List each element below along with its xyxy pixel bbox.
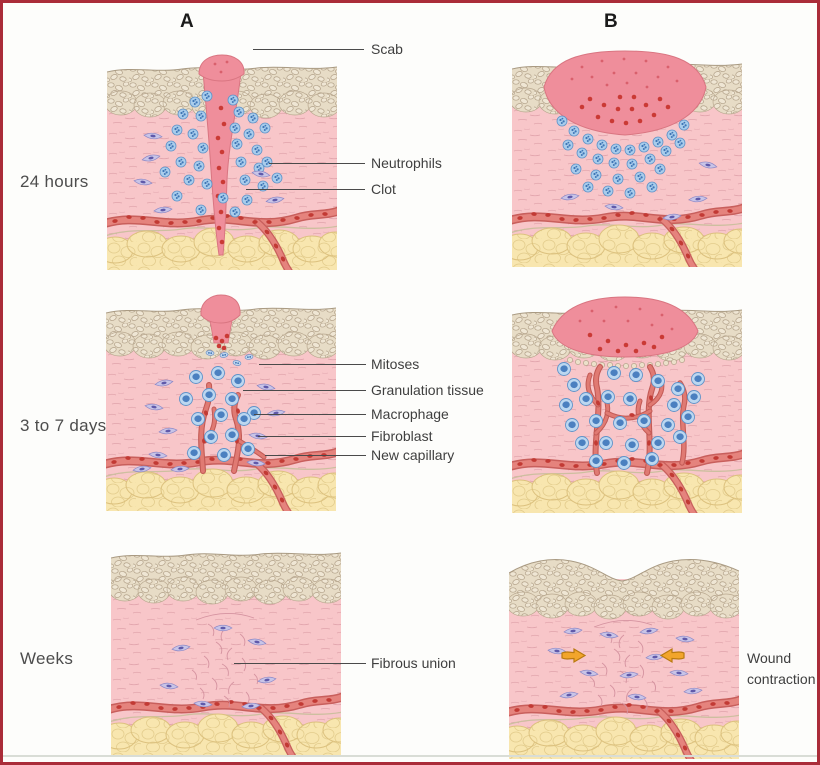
scab-remnant xyxy=(200,294,241,351)
column-header-a: A xyxy=(180,11,194,32)
leader-line-new-capillary xyxy=(265,455,366,456)
leader-line-neutrophils xyxy=(269,163,365,164)
panel-a-weeks xyxy=(111,552,341,756)
leader-line-scab xyxy=(253,49,364,50)
annotation-clot: Clot xyxy=(371,181,396,197)
annotation-mitoses: Mitoses xyxy=(371,356,420,372)
panel-b-24-hours xyxy=(512,50,742,267)
scab xyxy=(551,296,699,358)
row-label-3-to-7-days: 3 to 7 days xyxy=(20,416,107,435)
annotation-fibrous-union: Fibrous union xyxy=(371,655,456,671)
annotation-new-capillary: New capillary xyxy=(371,447,455,463)
annotation-neutrophils: Neutrophils xyxy=(371,155,442,171)
annotation-wound-contraction: Wound contraction xyxy=(747,650,816,687)
leader-line-fibroblast xyxy=(258,436,366,437)
leader-line-clot xyxy=(246,189,365,190)
leader-line-mitoses xyxy=(259,364,366,365)
leader-line-fibrous-union xyxy=(234,663,366,664)
row-label-24-hours: 24 hours xyxy=(20,172,89,191)
annotation-macrophage: Macrophage xyxy=(371,406,449,422)
panel-a-3-7-days xyxy=(106,294,336,511)
annotation-granulation-tissue: Granulation tissue xyxy=(371,382,484,398)
large-scab xyxy=(543,50,707,136)
dimpled-epidermis xyxy=(509,558,739,620)
annotation-scab: Scab xyxy=(371,41,403,57)
bottom-divider-line xyxy=(3,755,817,757)
annotation-fibroblast: Fibroblast xyxy=(371,428,433,444)
panel-a-24-hours xyxy=(107,54,337,270)
row-label-weeks: Weeks xyxy=(20,649,74,668)
panel-b-3-7-days xyxy=(512,296,742,513)
panel-b-weeks xyxy=(509,558,739,759)
column-header-b: B xyxy=(604,11,618,32)
leader-line-granulation-tissue xyxy=(243,390,366,391)
incision-scab xyxy=(198,54,245,256)
leader-line-macrophage xyxy=(254,414,366,415)
